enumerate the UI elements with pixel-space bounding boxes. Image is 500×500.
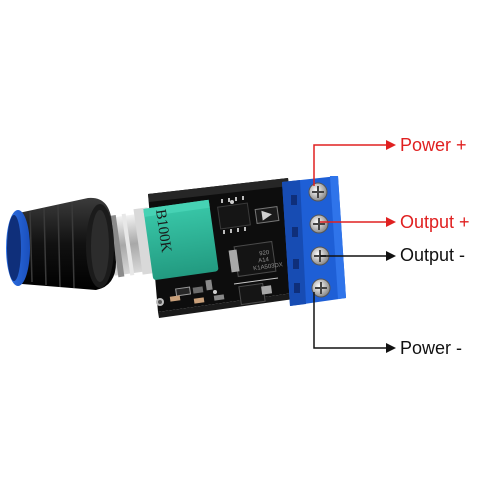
potentiometer-body: B100K <box>133 199 219 280</box>
arrow-right-icon <box>386 217 396 227</box>
screw-terminal-4 <box>311 278 331 298</box>
screw-terminal-2 <box>309 214 329 234</box>
terminal-block <box>282 176 346 306</box>
screw-terminal-1 <box>308 182 328 202</box>
callout-output-minus <box>320 251 396 261</box>
ic-chip <box>217 196 251 234</box>
mosfet: 920 A14 K1A503DX <box>228 240 283 278</box>
transistor <box>238 282 273 306</box>
svg-text:K1A503DX: K1A503DX <box>253 262 283 272</box>
svg-text:920: 920 <box>259 250 270 257</box>
arrow-right-icon <box>386 140 396 150</box>
label-output-plus: Output + <box>400 212 470 232</box>
callout-output-plus <box>320 217 396 227</box>
potentiometer-marking: B100K <box>152 208 174 253</box>
arrow-right-icon <box>386 343 396 353</box>
arrow-right-icon <box>386 251 396 261</box>
smd-components <box>169 279 225 304</box>
svg-text:A14: A14 <box>258 257 270 265</box>
callout-power-plus <box>313 140 396 186</box>
label-power-plus: Power + <box>400 135 467 155</box>
diode <box>254 205 280 225</box>
potentiometer-knob <box>6 197 146 290</box>
label-power-minus: Power - <box>400 338 463 358</box>
label-output-minus: Output - <box>400 245 466 265</box>
callout-power-minus <box>313 292 396 353</box>
